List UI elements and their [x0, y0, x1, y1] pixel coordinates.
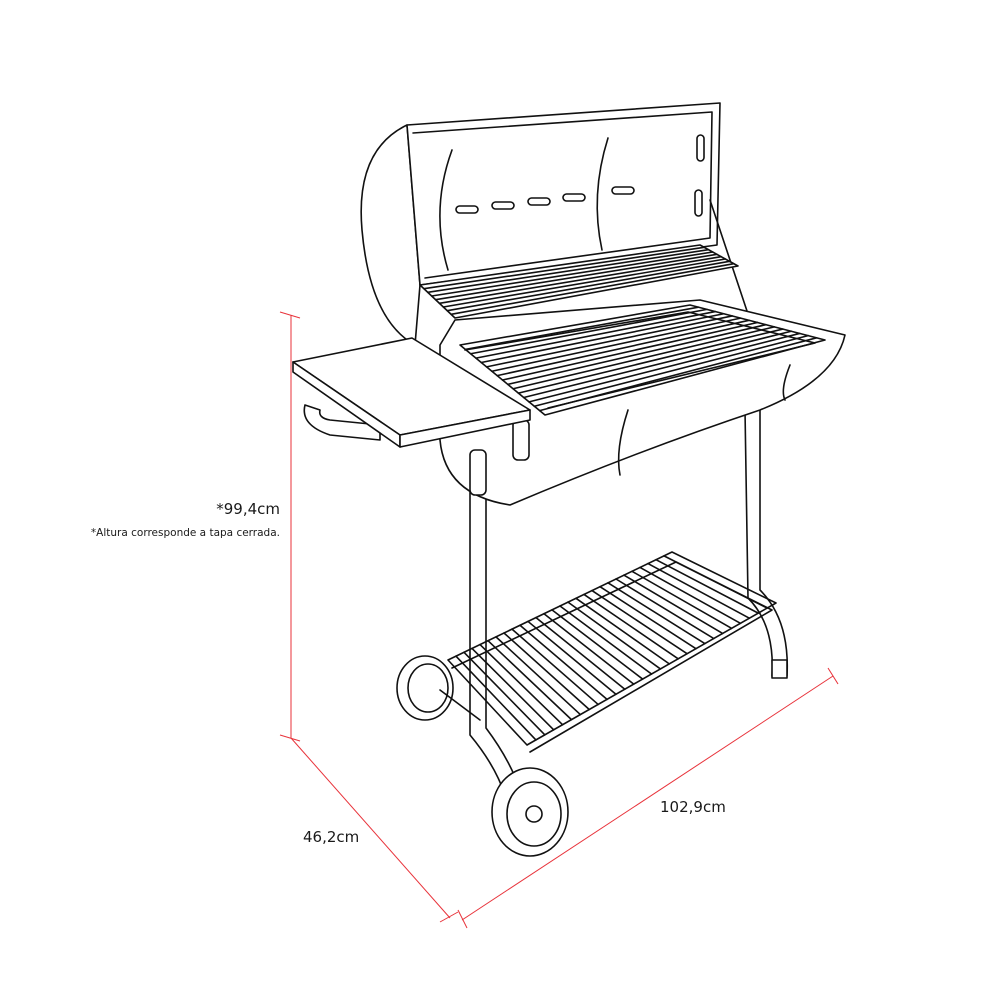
width-dimension-line: [457, 667, 839, 929]
grill-lid: [360, 102, 751, 346]
grate-bar: [491, 317, 742, 373]
grate-bar: [423, 246, 706, 290]
grate-bar: [575, 597, 671, 665]
grate-bar: [639, 566, 742, 625]
grate-bar: [438, 255, 722, 305]
grate-bar: [426, 248, 710, 294]
grate-bar: [663, 555, 768, 609]
grate-bar: [507, 323, 767, 386]
grate-bar: [655, 558, 760, 614]
grate-bar: [599, 585, 697, 650]
grate-bar: [591, 589, 688, 655]
grate-bar: [517, 328, 784, 394]
grate-bar: [533, 334, 809, 408]
grate-bar: [511, 628, 599, 706]
warming-rack: [419, 244, 739, 319]
grate-bar: [430, 251, 714, 297]
grate-bar: [538, 337, 818, 412]
grate-bar: [455, 655, 537, 741]
grate-bar: [503, 632, 591, 711]
grate-bar: [496, 319, 750, 377]
grate-bar: [469, 308, 708, 355]
grate-bar: [463, 651, 546, 736]
grate-bar: [527, 620, 617, 696]
grate-bar: [567, 601, 662, 670]
grate-bar: [446, 260, 731, 312]
main-cooking-grate: [459, 304, 826, 416]
grate-bar: [480, 312, 725, 364]
grate-bar: [479, 643, 564, 726]
grate-bar: [607, 582, 706, 645]
grate-bar: [475, 310, 717, 359]
height-note: *Altura corresponde a tapa cerrada.: [90, 527, 280, 539]
height-dimension-line: [279, 311, 301, 742]
grate-bar: [631, 570, 733, 630]
grate-bar: [551, 609, 644, 680]
grate-bar: [522, 330, 793, 399]
back-wheel: [396, 655, 454, 721]
lid-vents: [455, 134, 705, 217]
depth-label: 46,2cm: [303, 828, 360, 846]
side-shelf: [292, 337, 531, 448]
grate-bar: [559, 605, 653, 675]
grate-bar: [450, 262, 735, 316]
grate-bar: [485, 315, 733, 368]
grate-bar: [535, 616, 626, 691]
grate-bar: [495, 636, 582, 716]
grate-bar: [583, 593, 679, 660]
grate-bar: [501, 321, 759, 381]
front-wheel: [491, 767, 569, 857]
width-label: 102,9cm: [660, 798, 726, 816]
grate-bar: [623, 574, 724, 635]
grate-bar: [442, 258, 727, 308]
grate-bar: [615, 578, 715, 640]
grate-bar: [487, 639, 573, 721]
grate-bar: [512, 326, 776, 390]
grate-bar: [471, 647, 555, 731]
grate-bar: [528, 332, 801, 403]
grate-bar: [647, 562, 751, 620]
height-label: *99,4cm: [216, 500, 280, 518]
grate-bar: [464, 306, 700, 351]
bottom-rack: [447, 551, 777, 753]
depth-dimension-line: [290, 737, 459, 923]
grate-bar: [434, 253, 718, 301]
grate-bar: [519, 624, 608, 701]
grate-bar: [543, 612, 635, 685]
